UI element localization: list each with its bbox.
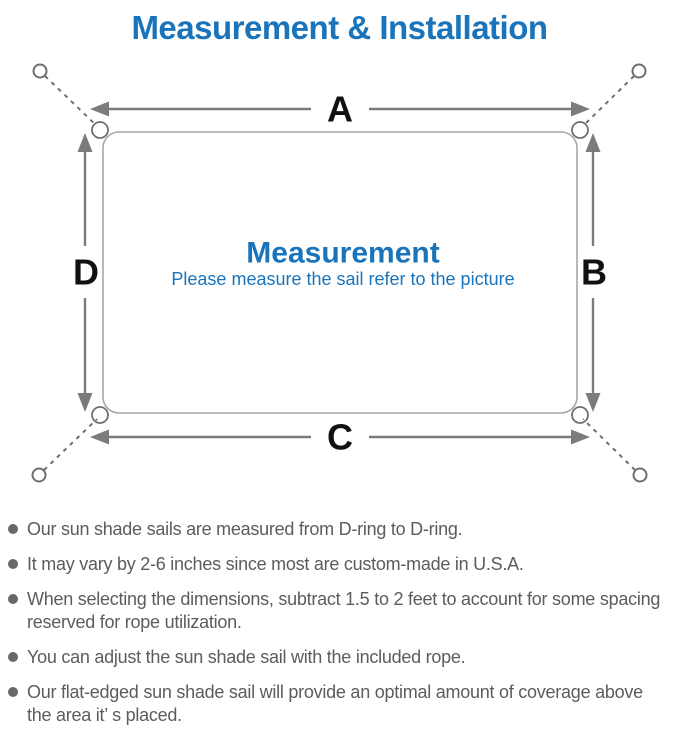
anchor-ring-top-left: [32, 63, 48, 79]
bullet-icon: [8, 687, 18, 697]
bullet-icon: [8, 524, 18, 534]
label-d: D: [73, 252, 99, 293]
anchor-ring-top-right: [631, 63, 647, 79]
d-ring-bottom-left: [91, 406, 109, 424]
d-ring-bottom-right: [571, 406, 589, 424]
page-title: Measurement & Installation: [131, 9, 548, 46]
measure-arrow-top: [90, 101, 590, 117]
note-text: It may vary by 2-6 inches since most are…: [27, 554, 524, 574]
sail-outline: [102, 131, 578, 414]
list-item: You can adjust the sun shade sail with t…: [8, 646, 675, 669]
measure-arrow-left: [77, 133, 93, 412]
measure-arrow-bottom: [90, 429, 590, 445]
note-text: When selecting the dimensions, subtract …: [27, 589, 661, 632]
rope-bottom-right: [582, 418, 636, 471]
anchor-ring-bottom-left: [31, 467, 47, 483]
list-item: When selecting the dimensions, subtract …: [8, 588, 675, 634]
list-item: It may vary by 2-6 inches since most are…: [8, 553, 675, 576]
diagram-center-subtitle: Please measure the sail refer to the pic…: [171, 269, 514, 289]
label-c: C: [327, 417, 353, 458]
bullet-icon: [8, 559, 18, 569]
note-text: Our sun shade sails are measured from D-…: [27, 519, 463, 539]
d-ring-top-right: [571, 121, 589, 139]
note-text: You can adjust the sun shade sail with t…: [27, 647, 466, 667]
list-item: Our flat-edged sun shade sail will provi…: [8, 681, 675, 727]
d-ring-top-left: [91, 121, 109, 139]
anchor-ring-bottom-right: [632, 467, 648, 483]
measurement-diagram: A C D B Measurement Please measure the s…: [31, 63, 648, 483]
diagram-center-title: Measurement: [246, 237, 439, 270]
notes-list: Our sun shade sails are measured from D-…: [0, 512, 679, 727]
measure-arrow-right: [585, 133, 601, 412]
rope-bottom-left: [43, 418, 98, 471]
rope-top-left: [44, 75, 98, 127]
label-a: A: [327, 89, 353, 130]
bullet-icon: [8, 594, 18, 604]
note-text: Our flat-edged sun shade sail will provi…: [27, 682, 643, 725]
list-item: Our sun shade sails are measured from D-…: [8, 518, 675, 541]
label-b: B: [581, 252, 607, 293]
bullet-icon: [8, 652, 18, 662]
rope-top-right: [582, 75, 635, 127]
